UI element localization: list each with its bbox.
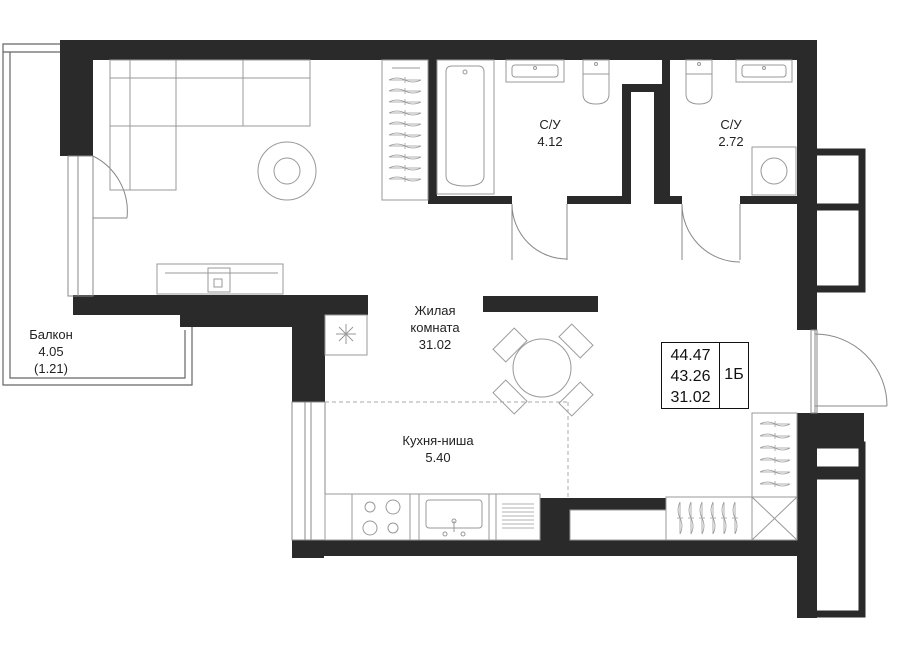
hanger-icon (732, 501, 738, 535)
toilet-1 (582, 59, 610, 105)
area-divider (719, 343, 720, 408)
kitchen-area: 5.40 (425, 450, 451, 465)
hanger-icon (388, 110, 422, 116)
kitchen-name: Кухня-ниша (402, 433, 474, 448)
kitchen-zone (325, 401, 569, 498)
coffee-table (257, 141, 317, 201)
wardrobe-hall (569, 412, 798, 541)
toilet-2 (685, 59, 713, 105)
dishwasher (502, 503, 534, 529)
dining-chairs (492, 323, 594, 417)
bath1-name: С/У (539, 117, 561, 132)
entrance-door (810, 329, 888, 414)
hanger-icon (759, 457, 791, 463)
right-shafts (808, 148, 866, 618)
kitchen-window (291, 401, 326, 541)
hanger-icon (759, 421, 791, 427)
hanger-icon (759, 445, 791, 451)
area-numbers: 44.47 43.26 31.02 (662, 345, 719, 408)
washbasin-1 (505, 59, 565, 83)
wardrobe-living (381, 59, 429, 201)
balcony-outline (2, 43, 193, 386)
sofa (109, 59, 311, 191)
balcony-area: 4.05 (38, 344, 64, 359)
hanger-icon (388, 88, 422, 94)
balcony-door (67, 155, 128, 297)
bath2-area: 2.72 (718, 134, 744, 149)
living-area: 31.02 (670, 389, 711, 406)
vent-icon (324, 314, 368, 356)
living-room-area: 31.02 (418, 337, 452, 352)
balcony-name: Балкон (29, 327, 73, 342)
balcony-label: Балкон 4.05 (1.21) (13, 326, 89, 377)
tv-stand (156, 263, 284, 295)
hanger-icon (388, 121, 422, 127)
right-wall-segment (797, 289, 817, 329)
hanger-icon (388, 154, 422, 160)
living-room-name-1: Жилая (414, 303, 456, 318)
hanger-icon (388, 143, 422, 149)
hanger-icon (388, 99, 422, 105)
bath1-area: 4.12 (537, 134, 563, 149)
apartment-type: 1Б (724, 366, 744, 383)
washbasin-2 (735, 59, 793, 83)
kitchen-label: Кухня-ниша 5.40 (383, 432, 493, 466)
bath2-name: С/У (720, 117, 742, 132)
balcony-area-reduced: (1.21) (34, 361, 68, 376)
hanger-icon (388, 176, 422, 182)
living-room-label: Жилая комната 31.02 (395, 302, 475, 353)
dining-table (512, 338, 572, 398)
washing-machine (751, 146, 797, 196)
hanger-icon (388, 77, 422, 83)
area-summary-box: 44.47 43.26 31.02 1Б (661, 342, 749, 409)
hanger-icon (677, 501, 683, 535)
living-room-name-2: комната (410, 320, 460, 335)
bath2-label: С/У 2.72 (706, 116, 756, 150)
hanger-icon (688, 501, 694, 535)
hanger-icon (710, 501, 716, 535)
bathtub (436, 59, 495, 195)
hanger-icon (759, 469, 791, 475)
hangers (759, 421, 791, 487)
hanger-icon (759, 433, 791, 439)
hanger-icon (388, 132, 422, 138)
walls (60, 40, 864, 618)
hanger-icon (721, 501, 727, 535)
hangers (677, 501, 738, 535)
hanger-icon (388, 165, 422, 171)
hanger-icon (699, 501, 705, 535)
bath2-door (681, 203, 741, 263)
total-area: 44.47 (670, 347, 711, 364)
hangers (388, 77, 422, 182)
bath1-door (511, 203, 568, 260)
kitchen-counter (324, 493, 541, 541)
total-area-no-balcony: 43.26 (670, 368, 711, 385)
hanger-icon (759, 481, 791, 487)
bath1-label: С/У 4.12 (525, 116, 575, 150)
